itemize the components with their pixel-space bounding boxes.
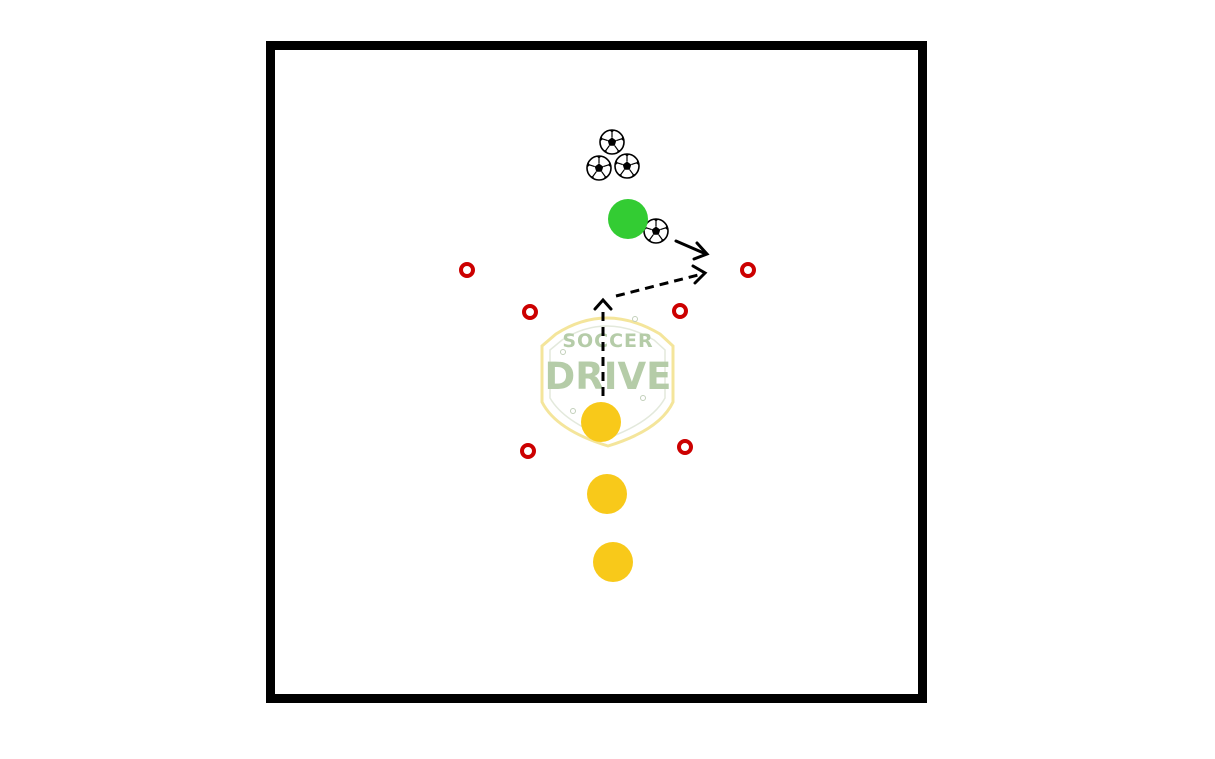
watermark-line2: DRIVE xyxy=(545,355,672,398)
watermark-logo: SOCCER DRIVE xyxy=(540,316,675,448)
yellow-player xyxy=(593,542,633,582)
cone-marker xyxy=(522,304,538,320)
cone-marker xyxy=(672,303,688,319)
cones xyxy=(459,262,756,459)
run-arrow-heads xyxy=(593,264,708,311)
cone-marker xyxy=(520,443,536,459)
cone-marker xyxy=(740,262,756,278)
soccer-ball-icon xyxy=(614,153,640,179)
soccer-ball-icon xyxy=(586,155,612,181)
watermark-line1: SOCCER xyxy=(562,330,653,352)
green-player xyxy=(608,199,648,239)
soccer-ball-icon xyxy=(599,129,625,155)
pass-arrow xyxy=(674,239,710,261)
cone-marker xyxy=(459,262,475,278)
yellow-player xyxy=(587,474,627,514)
cone-marker xyxy=(677,439,693,455)
yellow-player xyxy=(581,402,621,442)
